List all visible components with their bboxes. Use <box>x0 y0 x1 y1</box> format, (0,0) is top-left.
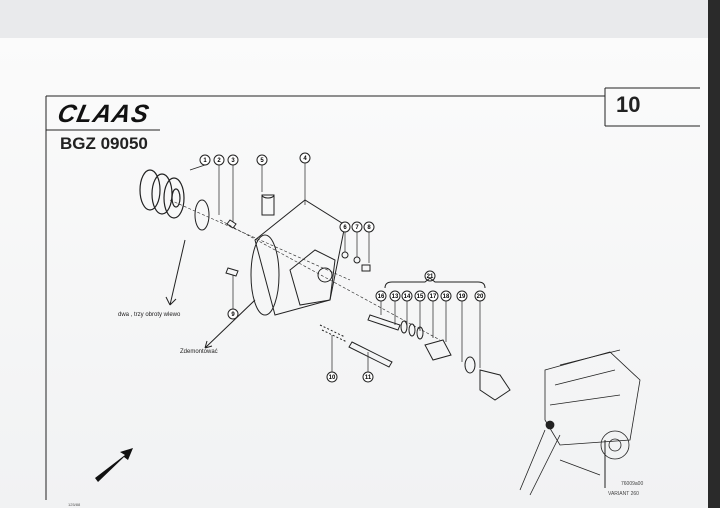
housing-4 <box>254 199 346 316</box>
callout-number: 19 <box>459 294 466 300</box>
callout-number: 17 <box>430 294 437 300</box>
callout-number: 13 <box>392 294 399 300</box>
pin-3 <box>226 219 237 229</box>
page-frame <box>45 87 700 500</box>
callout-number: 2 <box>217 158 221 164</box>
callout-11: 11 <box>362 352 374 383</box>
callout-circle <box>427 290 439 302</box>
callout-7: 7 <box>351 221 363 257</box>
callout-circle <box>456 290 468 302</box>
callout-19: 19 <box>456 290 468 362</box>
callout-circle <box>227 308 239 320</box>
screw-9 <box>225 267 239 277</box>
bolt-11 <box>348 341 393 368</box>
callout-21: 21 <box>424 270 436 282</box>
callout-circle <box>363 221 375 233</box>
callout-10: 10 <box>326 335 338 383</box>
valve-20 <box>479 369 511 401</box>
annotation-note-2: Zdemontować <box>180 349 218 355</box>
callout-circle <box>339 221 351 233</box>
callout-number: 6 <box>343 225 347 231</box>
callout-number: 16 <box>378 294 385 300</box>
group-code: BGZ 09050 <box>60 134 148 153</box>
callout-number: 1 <box>203 158 207 164</box>
model-label: VARIANT 260 <box>608 491 639 497</box>
callout-circle <box>375 290 387 302</box>
callout-15: 15 <box>414 290 426 331</box>
callout-number: 11 <box>365 375 372 381</box>
drawing-reference: 76009a00 <box>621 481 644 487</box>
scan-edge <box>708 0 720 508</box>
callout-3: 3 <box>227 154 239 222</box>
callout-number: 10 <box>329 375 336 381</box>
callout-circle <box>440 290 452 302</box>
callout-bracket-21 <box>384 277 486 289</box>
callout-circle <box>326 371 338 383</box>
flange-4 <box>250 234 280 316</box>
claas-logo: CLAAS <box>55 100 153 128</box>
callout-13: 13 <box>389 290 401 325</box>
callout-circle <box>227 154 239 166</box>
baler-illustration <box>519 349 641 496</box>
callout-circle <box>213 154 225 166</box>
callout-4: 4 <box>299 152 311 205</box>
disc-2 <box>194 199 210 231</box>
callout-1: 1 <box>189 154 211 171</box>
callout-14: 14 <box>401 290 413 328</box>
callout-number: 5 <box>260 158 264 164</box>
callout-6: 6 <box>339 221 351 252</box>
callout-number: 20 <box>477 294 484 300</box>
shaft-16 <box>367 314 401 331</box>
callout-number: 15 <box>417 294 424 300</box>
adapter-18 <box>424 339 452 361</box>
callout-5: 5 <box>256 154 268 192</box>
callout-8: 8 <box>363 221 375 263</box>
orientation-arrow <box>95 448 133 482</box>
callout-circle <box>474 290 486 302</box>
annotation-note-1: dwa , trzy obroty wlewo <box>118 312 181 318</box>
sleeve-5 <box>261 194 275 216</box>
page-number: 10 <box>616 92 641 117</box>
callout-leader <box>189 164 206 171</box>
callout-number: 7 <box>355 225 359 231</box>
arrow-note-1 <box>165 239 186 306</box>
callout-circle <box>299 152 311 164</box>
spring-10 <box>319 324 348 343</box>
callout-9: 9 <box>227 275 239 320</box>
callout-circle <box>351 221 363 233</box>
arrow-note-2 <box>204 299 256 349</box>
callout-circle <box>389 290 401 302</box>
callout-number: 8 <box>367 225 371 231</box>
callout-circle <box>362 371 374 383</box>
callout-2: 2 <box>213 154 225 215</box>
callout-20: 20 <box>474 290 486 368</box>
callout-number: 14 <box>404 294 411 300</box>
housing-body <box>289 249 336 306</box>
callout-circle <box>199 154 211 166</box>
callout-17: 17 <box>427 290 439 338</box>
scanned-page <box>0 38 720 508</box>
callout-number: 4 <box>303 156 307 162</box>
callout-16: 16 <box>375 290 387 315</box>
callout-circle <box>424 270 436 282</box>
callout-circle <box>256 154 268 166</box>
callout-number: 21 <box>427 274 434 280</box>
callout-circle <box>401 290 413 302</box>
callout-number: 18 <box>443 294 450 300</box>
callout-number: 9 <box>231 312 235 318</box>
washer-stack-1 <box>139 169 185 219</box>
callout-18: 18 <box>440 290 452 342</box>
callout-number: 3 <box>231 158 235 164</box>
callout-circle <box>414 290 426 302</box>
page-code: 125/88 <box>68 502 81 507</box>
